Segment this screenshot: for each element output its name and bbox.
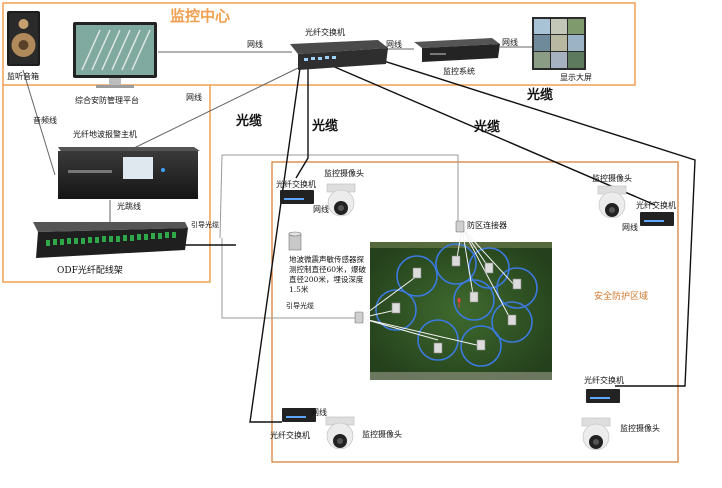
fiber-3: [329, 64, 656, 206]
audio-line: [22, 69, 56, 176]
camera-label: 监控摄像头: [324, 169, 364, 178]
net-label: 网线: [186, 93, 202, 102]
lead-cable-loop-2: [221, 238, 360, 319]
zone-connector-label: 防区连接器: [467, 221, 507, 230]
speaker-icon: [7, 11, 40, 66]
platform-label: 综合安防管理平台: [75, 96, 139, 105]
screen-label: 显示大屏: [560, 73, 592, 82]
sensor-map: [359, 227, 552, 380]
net-host-switch: [129, 67, 299, 151]
core-switch-icon: [290, 40, 388, 70]
lead-cable-loop: [219, 154, 459, 239]
monitoring-center-extension: [2, 85, 211, 283]
fiber-label: 光缆: [236, 114, 263, 129]
fiber-1: [249, 67, 301, 423]
net-label: 网线: [311, 408, 327, 417]
net-label: 网线: [622, 223, 638, 232]
camera-icon-4: [581, 417, 611, 451]
fiber-label: 光缆: [527, 88, 554, 103]
secure-zone-frame: [271, 161, 679, 463]
core-switch-label: 光纤交换机: [305, 28, 345, 37]
video-wall-icon: [532, 17, 586, 70]
nvr-label: 监控系统: [443, 67, 475, 76]
platform-monitor-icon: [73, 22, 157, 88]
monitoring-center-frame: [2, 2, 636, 86]
field-switch-icon-2: [640, 212, 674, 226]
fiber-label: 光缆: [312, 119, 339, 134]
net-label: 网线: [502, 38, 518, 47]
camera-icon-2: [597, 185, 627, 219]
camera-label: 监控摄像头: [620, 424, 660, 433]
net-label: 网线: [313, 205, 329, 214]
net-label: 网线: [247, 40, 263, 49]
camera-label: 监控摄像头: [592, 174, 632, 183]
field-switch-label: 光纤交换机: [636, 201, 676, 210]
ground-sensor-icon: [288, 231, 302, 251]
lead-cable-label: 引导光缆: [191, 221, 219, 229]
host-label: 光纤地波报警主机: [73, 130, 137, 139]
field-switch-icon-3: [282, 408, 316, 422]
odf-label: ODF光纤配线架: [57, 266, 123, 276]
sensor-note: 地波微震声敏传感器探测控制直径60米，爆破直径200米，埋设深度1.5米: [289, 255, 367, 295]
fiber-2: [295, 68, 309, 179]
field-switch-label: 光纤交换机: [276, 180, 316, 189]
zone-label: 安全防护区域: [594, 292, 649, 302]
nvr-icon: [414, 38, 500, 62]
field-switch-icon-1: [280, 190, 314, 204]
jumper-label: 光跳线: [117, 202, 141, 211]
speaker-label: 监听音箱: [7, 72, 39, 81]
alarm-host-icon: [58, 147, 200, 199]
net-label: 网线: [386, 40, 402, 49]
audio-line-label: 音频线: [33, 116, 57, 125]
odf-rack-icon: [33, 222, 188, 258]
camera-icon-1: [326, 183, 356, 217]
fiber-label: 光缆: [474, 120, 501, 135]
field-switch-label: 光纤交换机: [270, 431, 310, 440]
field-switch-icon-4: [586, 389, 620, 403]
camera-label: 监控摄像头: [362, 430, 402, 439]
field-switch-label: 光纤交换机: [584, 376, 624, 385]
camera-icon-3: [325, 416, 355, 450]
zone-connector-icon: [354, 220, 465, 324]
title: 监控中心: [170, 7, 231, 25]
lead-cable-label-2: 引导光缆: [286, 302, 314, 310]
fiber-4: [367, 55, 696, 387]
